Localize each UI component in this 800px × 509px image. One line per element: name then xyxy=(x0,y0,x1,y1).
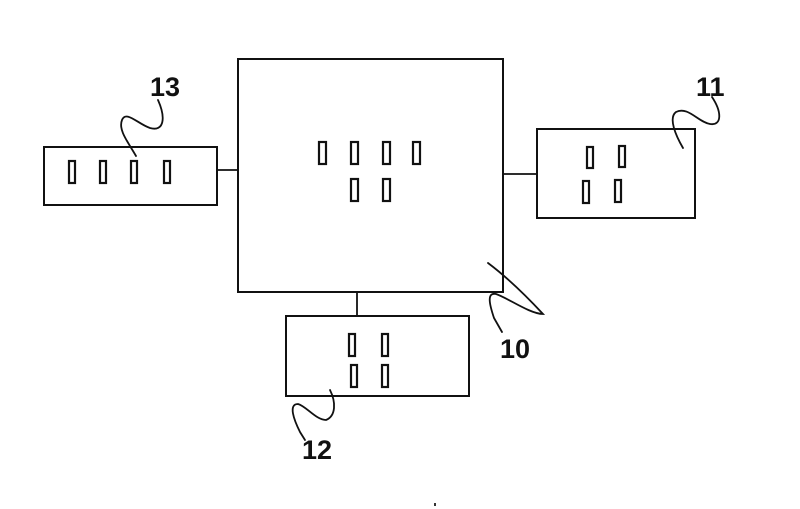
slot xyxy=(613,178,623,204)
leader-line-12 xyxy=(291,389,335,441)
component-11-box xyxy=(536,128,696,219)
slot xyxy=(381,177,392,203)
slot xyxy=(349,140,360,166)
component-11 xyxy=(536,128,696,219)
slot xyxy=(67,159,77,185)
reference-label-11: 11 xyxy=(696,72,725,102)
leader-line-11 xyxy=(671,96,721,149)
slot xyxy=(347,332,357,358)
component-10 xyxy=(237,58,504,293)
reference-label-10: 10 xyxy=(500,334,530,364)
slot xyxy=(581,179,591,205)
slot xyxy=(411,140,422,166)
slot xyxy=(617,144,627,169)
component-12-box xyxy=(285,315,470,397)
component-12 xyxy=(285,315,470,397)
slot xyxy=(349,177,360,203)
slot xyxy=(380,332,390,358)
slot xyxy=(162,159,172,185)
reference-label-12: 12 xyxy=(302,435,332,465)
slot xyxy=(381,140,392,166)
slot xyxy=(317,140,328,166)
slot xyxy=(129,159,139,185)
leader-line-13 xyxy=(120,99,164,157)
slot xyxy=(585,145,595,170)
component-13 xyxy=(43,146,218,206)
slot xyxy=(380,363,390,389)
component-10-box xyxy=(237,58,504,293)
leader-line-10 xyxy=(487,262,546,333)
slot xyxy=(98,159,108,185)
slot xyxy=(349,363,359,389)
scan-speck xyxy=(434,503,436,506)
reference-label-13: 13 xyxy=(150,72,180,102)
